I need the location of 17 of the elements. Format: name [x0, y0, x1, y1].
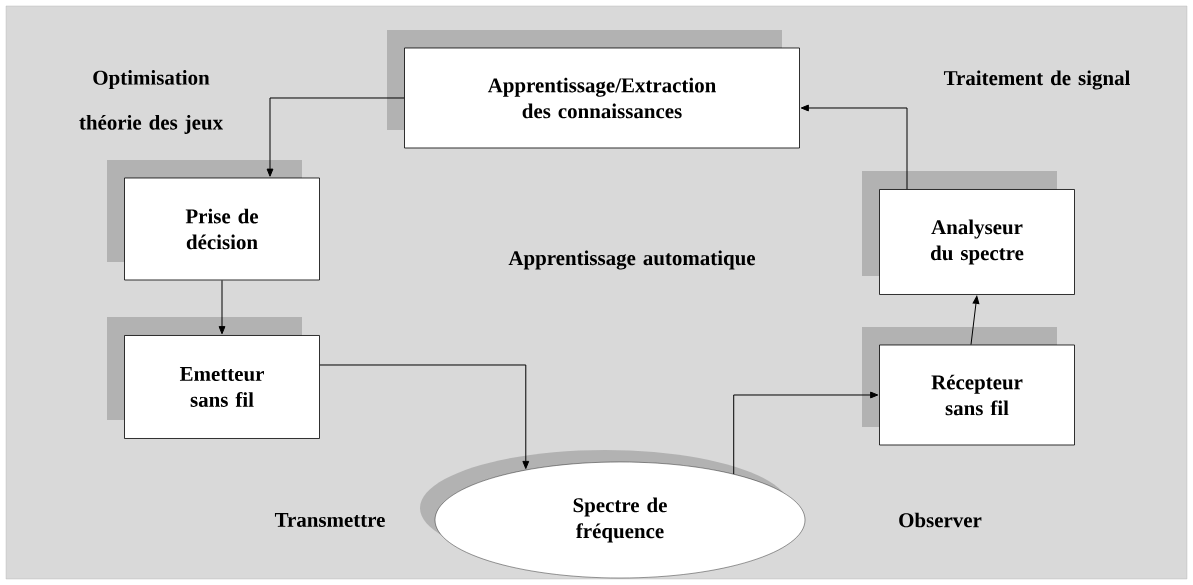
process-box: Récepteur sans fil: [862, 327, 1075, 446]
ellipse-node: Spectre de fréquence: [420, 450, 806, 579]
text-label: Traitement de signal: [943, 70, 1130, 90]
process-box: Apprentissage/Extraction des connaissances: [387, 30, 800, 149]
text-label: Transmettre: [274, 513, 385, 527]
text-label: Apprentissage automatique: [508, 250, 756, 270]
arrow: [733, 391, 879, 475]
arrow: [266, 97, 405, 177]
arrow: [218, 279, 226, 335]
arrow: [319, 364, 530, 469]
process-box: Emetteur sans fil: [107, 317, 320, 439]
arrow: [970, 295, 980, 346]
process-box: Analyseur du spectre: [862, 171, 1075, 295]
process-box: Prise de décision: [107, 160, 320, 281]
text-label: Observer: [899, 512, 982, 528]
arrow: [800, 104, 908, 190]
text-label: Optimisation théorie des jeux: [79, 70, 223, 134]
